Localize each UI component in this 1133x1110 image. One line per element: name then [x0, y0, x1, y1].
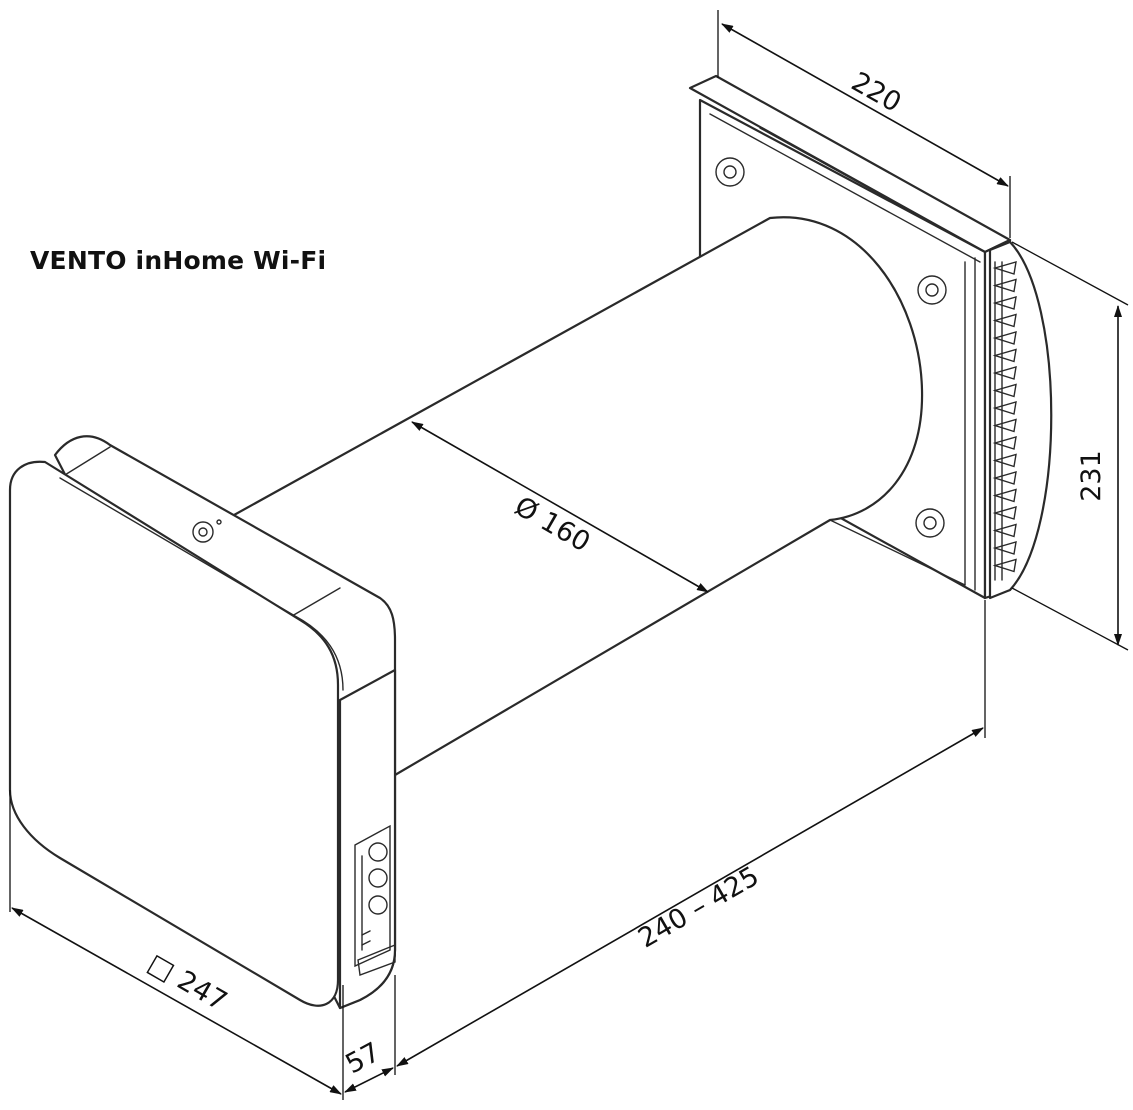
louver-slat [992, 488, 1017, 503]
louver-slat [992, 261, 1017, 275]
control-button-1-icon [368, 842, 388, 862]
screw-hole-bottom-right-icon [915, 508, 945, 538]
dimension-length-label: 240 – 425 [633, 861, 764, 955]
louver-slat [992, 506, 1017, 520]
louver-slat [992, 366, 1017, 380]
outer-hood [988, 240, 1053, 600]
louver-slat [992, 348, 1017, 363]
louver-slat [992, 278, 1017, 293]
front-panel [8, 435, 397, 1010]
louver-slat [992, 401, 1017, 415]
product-title: VENTO inHome Wi-Fi [30, 246, 327, 275]
dimension-57: 57 [341, 1037, 394, 1093]
louver-slat [992, 418, 1017, 433]
button-column [354, 824, 396, 976]
louver-slat [992, 383, 1017, 398]
dimension-231-label: 231 [1076, 450, 1107, 502]
louver-slat [992, 313, 1017, 328]
dimension-231: 231 [1011, 241, 1129, 651]
control-button-2-icon [368, 868, 388, 888]
louver-slat [992, 296, 1017, 310]
louver-slats [992, 261, 1017, 573]
louver-slat [992, 558, 1017, 573]
sensor-icon [192, 519, 222, 543]
louver-slat [992, 453, 1017, 468]
louver-slat [992, 471, 1017, 485]
dimension-57-label: 57 [341, 1037, 386, 1081]
screw-hole-top-right-icon [917, 275, 947, 305]
louver-slat [992, 436, 1017, 450]
control-button-3-icon [368, 895, 388, 915]
louver-slat [992, 523, 1017, 538]
louver-slat [992, 331, 1017, 345]
louver-slat [992, 541, 1017, 555]
